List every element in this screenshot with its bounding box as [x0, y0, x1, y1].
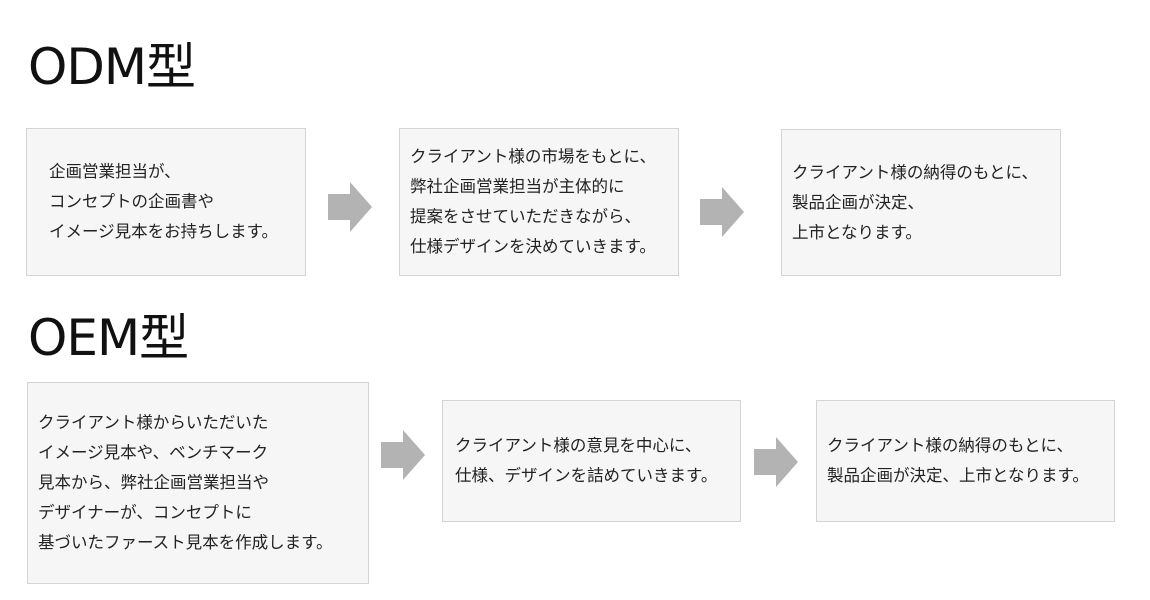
oem-step-1-line-1: クライアント様からいただいた	[38, 413, 269, 432]
odm-step-3-line-1: クライアント様の納得のもとに、	[792, 162, 1039, 182]
oem-step-1-box: クライアント様からいただいた イメージ見本や、ベンチマーク 見本から、弊社企画営…	[27, 382, 369, 584]
odm-step-1-box: 企画営業担当が、 コンセプトの企画書や イメージ見本をお持ちします。	[26, 128, 306, 276]
oem-step-2-line-2: 仕様、デザインを詰めていきます。	[455, 466, 718, 485]
oem-step-3-line-1: クライアント様の納得のもとに、	[827, 436, 1074, 455]
arrow-right-icon	[381, 430, 425, 480]
oem-step-2-line-1: クライアント様の意見を中心に、	[455, 436, 702, 455]
oem-step-1-line-4: デザイナーが、コンセプトに	[38, 503, 252, 522]
arrow-right-icon	[700, 187, 744, 237]
odm-step-3-box: クライアント様の納得のもとに、 製品企画が決定、 上市となります。	[781, 129, 1061, 276]
odm-step-3-line-3: 上市となります。	[792, 222, 922, 242]
odm-step-1-line-3: イメージ見本をお持ちします。	[49, 222, 279, 241]
oem-step-1-line-2: イメージ見本や、ベンチマーク	[38, 443, 269, 462]
odm-step-3-line-2: 製品企画が決定、	[792, 192, 924, 212]
odm-step-1-line-2: コンセプトの企画書や	[49, 192, 214, 211]
odm-step-2-line-2: 弊社企画営業担当が主体的に	[410, 177, 625, 196]
arrow-right-icon	[754, 437, 798, 487]
arrow-right-icon	[328, 182, 372, 232]
odm-heading: ODM型	[28, 38, 196, 96]
oem-heading: OEM型	[28, 309, 189, 367]
oem-step-3-line-2: 製品企画が決定、上市となります。	[827, 466, 1089, 485]
odm-step-2-box: クライアント様の市場をもとに、 弊社企画営業担当が主体的に 提案をさせていただき…	[399, 128, 679, 276]
odm-step-1-line-1: 企画営業担当が、	[49, 162, 181, 181]
oem-step-1-line-5: 基づいたファースト見本を作成します。	[38, 533, 333, 552]
odm-step-2-line-1: クライアント様の市場をもとに、	[410, 147, 657, 166]
odm-step-2-line-4: 仕様デザインを決めていきます。	[410, 237, 656, 256]
oem-step-1-line-3: 見本から、弊社企画営業担当や	[38, 473, 269, 492]
oem-step-3-box: クライアント様の納得のもとに、 製品企画が決定、上市となります。	[816, 400, 1115, 522]
oem-step-2-box: クライアント様の意見を中心に、 仕様、デザインを詰めていきます。	[442, 400, 741, 522]
odm-step-2-line-3: 提案をさせていただきながら、	[410, 207, 641, 226]
